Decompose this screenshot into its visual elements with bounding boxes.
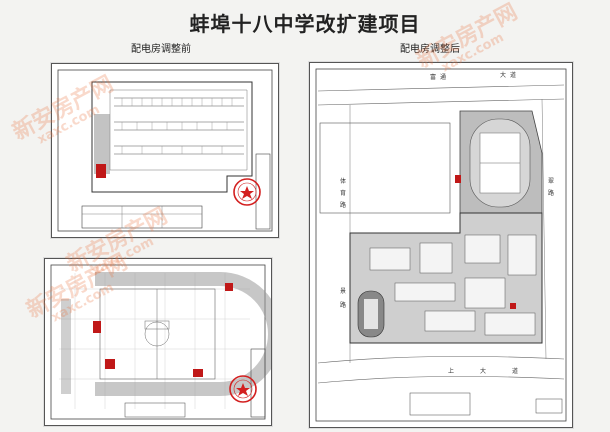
after-plan-sheet: 富 通 大 道 体 育 路 翠 路 景 路 上 大 道 [309,62,573,428]
road-label: 通 [440,73,446,81]
after-site-plan: 富 通 大 道 体 育 路 翠 路 景 路 上 大 道 [315,68,567,422]
site-plan-drawing [57,69,273,232]
road-label: 路 [340,201,346,209]
field-plan-drawing [50,264,271,420]
road-label: 道 [510,71,516,79]
road-label: 大 [500,71,506,79]
road-label: 景 [340,288,346,295]
approval-stamp [229,375,257,403]
approval-stamp [233,178,261,206]
road-label: 路 [340,301,346,309]
road-label: 富 [430,73,436,81]
road-label: 翠 [548,178,554,185]
after-caption: 配电房调整后 [400,44,460,55]
page-title: 蚌埠十八中学改扩建项目 [189,12,421,36]
road-label: 道 [512,367,518,375]
road-label: 大 [480,367,486,375]
before-caption: 配电房调整前 [131,44,191,55]
before-plan-sheet-1 [51,63,279,238]
road-label: 体 [340,177,346,185]
road-label: 育 [340,189,346,197]
before-plan-sheet-2 [44,258,272,426]
road-label: 上 [448,367,454,375]
road-label: 路 [548,189,554,197]
